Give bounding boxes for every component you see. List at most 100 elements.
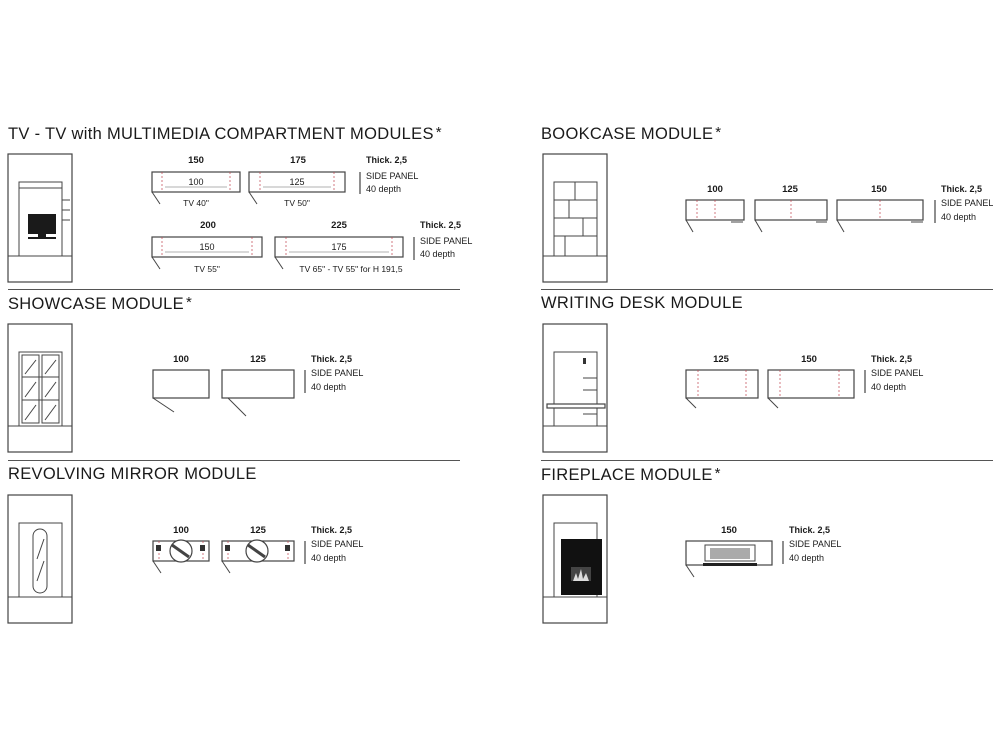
desk-section-title: WRITING DESK MODULE	[541, 294, 743, 313]
fireplace-module-burner	[710, 548, 750, 559]
bookcase-spec: Thick. 2,5 SIDE PANEL 40 depth	[934, 184, 993, 223]
tv-module-width: 175	[290, 155, 307, 166]
fireplace-section-title: FIREPLACE MODULE*	[541, 465, 721, 485]
mirror-hinge	[200, 545, 205, 551]
mirror-hinge	[225, 545, 230, 551]
tv-title-star: *	[435, 124, 442, 141]
mirror-spec-panel: SIDE PANEL	[311, 539, 363, 549]
bookcase-spec-depth: 40 depth	[941, 212, 976, 222]
tv-spec-panel: SIDE PANEL	[420, 236, 472, 246]
bookcase-spec-thick: Thick. 2,5	[941, 184, 982, 194]
fireplace-spec-panel: SIDE PANEL	[789, 539, 841, 549]
bookcase-elevation	[542, 153, 608, 283]
tv-spec-thick: Thick. 2,5	[366, 155, 407, 165]
tv-spec-bottom: Thick. 2,5 SIDE PANEL 40 depth	[413, 220, 472, 260]
mirror-section-title: REVOLVING MIRROR MODULE	[8, 465, 257, 484]
tv-module-caption: TV 40"	[183, 198, 209, 208]
desk-module-width: 150	[801, 354, 817, 365]
desk-module-door	[767, 397, 779, 409]
tv-module-caption: TV 50"	[284, 198, 310, 208]
showcase-module-door	[152, 397, 175, 413]
showcase-module-width: 125	[250, 354, 267, 365]
tv-module-door	[151, 256, 161, 270]
mirror-module-100: 100	[152, 525, 210, 574]
tv-module-door	[274, 256, 284, 270]
tv-spec-top: Thick. 2,5 SIDE PANEL 40 depth	[359, 155, 418, 194]
tv-module-200: 200 150 TV 55"	[151, 220, 263, 274]
bookcase-module-width: 150	[871, 184, 887, 195]
desk-spec-panel: SIDE PANEL	[871, 368, 923, 378]
showcase-module-door	[227, 397, 247, 417]
mirror-rotating-panel	[247, 543, 266, 559]
tv-module-225: 225 175 TV 65" - TV 55" for H 191,5	[274, 220, 404, 274]
mirror-hinge	[285, 545, 290, 551]
showcase-section-title: SHOWCASE MODULE*	[8, 294, 192, 314]
showcase-section-divider	[8, 460, 460, 461]
tv-module-175: 175 125 TV 50"	[248, 155, 346, 208]
bookcase-diagram: 100 125 150 Thick. 2,5 SIDE PANEL 40 dep…	[542, 153, 993, 283]
mirror-rotating-panel	[171, 543, 190, 559]
fireplace-diagram: 150 Thick. 2,5 SIDE PANEL 40 depth	[542, 494, 841, 624]
bookcase-module-door	[685, 219, 694, 233]
desk-module-plan	[685, 369, 759, 399]
tv-screen	[28, 214, 56, 234]
showcase-module-plan	[221, 369, 295, 399]
mirror-oval	[32, 528, 48, 594]
desk-elevation	[542, 323, 608, 453]
showcase-reflection	[24, 359, 37, 375]
tv-module-inner: 125	[289, 177, 304, 187]
showcase-spec-depth: 40 depth	[311, 382, 346, 392]
tv-module-width: 200	[200, 220, 216, 231]
fireplace-module-door	[685, 564, 695, 578]
bookcase-module-100: 100	[685, 184, 745, 233]
showcase-module-plan	[152, 369, 210, 399]
desk-title-text: WRITING DESK MODULE	[541, 294, 743, 312]
mirror-title-text: REVOLVING MIRROR MODULE	[8, 465, 257, 483]
desk-lamp	[583, 358, 586, 364]
desk-spec-depth: 40 depth	[871, 382, 906, 392]
tv-module-inner: 175	[331, 242, 346, 252]
tv-module-caption: TV 65" - TV 55" for H 191,5	[299, 264, 402, 274]
mirror-spec-depth: 40 depth	[311, 553, 346, 563]
bookcase-module-width: 125	[782, 184, 799, 195]
bookcase-section-title: BOOKCASE MODULE*	[541, 124, 721, 144]
fireplace-elevation	[542, 494, 608, 624]
showcase-title-text: SHOWCASE MODULE	[8, 295, 184, 313]
bookcase-module-door	[754, 219, 763, 233]
desk-spec: Thick. 2,5 SIDE PANEL 40 depth	[864, 354, 923, 393]
tv-spec-thick: Thick. 2,5	[420, 220, 461, 230]
showcase-module-125: 125	[221, 354, 295, 417]
bookcase-module-width: 100	[707, 184, 723, 195]
mirror-elevation	[7, 494, 73, 624]
desk-module-door	[685, 397, 697, 409]
desk-module-125: 125	[685, 354, 759, 409]
bookcase-section-divider	[541, 289, 993, 290]
mirror-module-width: 100	[173, 525, 189, 536]
desk-module-width: 125	[713, 354, 730, 365]
tv-section-title: TV - TV with MULTIMEDIA COMPARTMENT MODU…	[8, 124, 442, 144]
bookcase-title-star: *	[715, 124, 722, 141]
mirror-hinge	[156, 545, 161, 551]
fireplace-module-hearth	[703, 563, 757, 566]
showcase-reflection	[44, 404, 57, 421]
tv-module-inner: 100	[188, 177, 203, 187]
mirror-spec-thick: Thick. 2,5	[311, 525, 352, 535]
bookcase-spec-panel: SIDE PANEL	[941, 198, 993, 208]
desk-writing-surface	[546, 403, 606, 409]
showcase-spec: Thick. 2,5 SIDE PANEL 40 depth	[304, 354, 363, 393]
tv-spec-depth: 40 depth	[420, 249, 455, 259]
tv-module-inner: 150	[199, 242, 214, 252]
tv-elevation	[7, 153, 73, 283]
tv-module-caption: TV 55"	[194, 264, 220, 274]
fireplace-module-150: 150	[685, 525, 773, 578]
mirror-module-width: 125	[250, 525, 267, 536]
showcase-reflection	[24, 404, 37, 421]
showcase-reflection	[44, 381, 57, 398]
showcase-elevation	[7, 323, 73, 453]
tv-diagram: 150 100 TV 40" 175 125 TV 50" Thick. 2,5…	[7, 153, 472, 283]
tv-module-width: 225	[331, 220, 348, 231]
showcase-module-100: 100	[152, 354, 210, 413]
mirror-spec: Thick. 2,5 SIDE PANEL 40 depth	[304, 525, 363, 564]
tv-base	[28, 237, 56, 239]
fireplace-flame-icon	[573, 569, 589, 581]
